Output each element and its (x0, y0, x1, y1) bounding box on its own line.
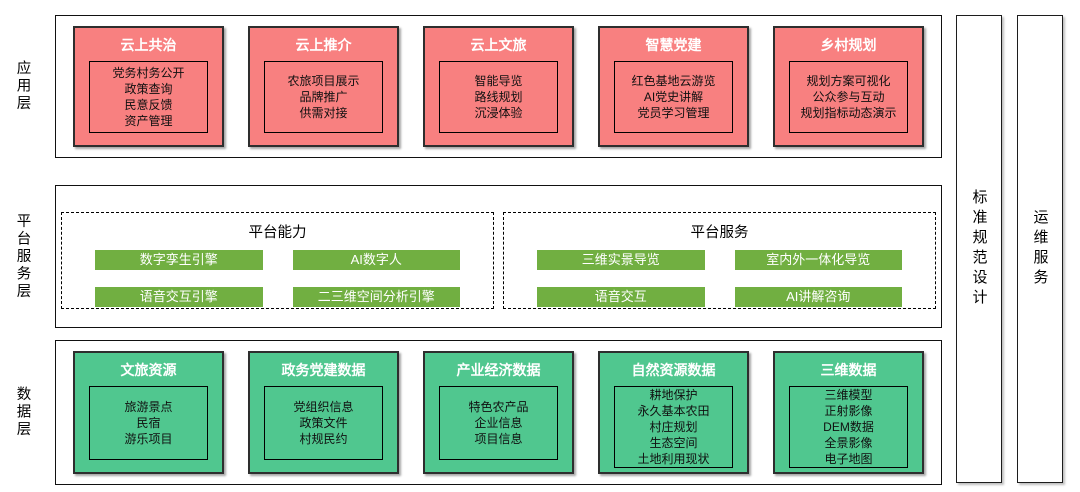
module-item: 政策文件 (299, 416, 348, 430)
module-title: 产业经济数据 (456, 362, 541, 378)
module-title: 自然资源数据 (631, 362, 716, 378)
module-item: 品牌推广 (299, 90, 348, 104)
bar-ai-digital-human: AI数字人 (292, 250, 460, 270)
module-item: 党组织信息 (293, 400, 354, 414)
module-item: 项目信息 (474, 432, 523, 446)
bar-2d3d-spatial-analysis-engine: 二三维空间分析引擎 (292, 287, 460, 307)
platform-service-layer-container: 平台能力 数字孪生引擎 AI数字人 语音交互引擎 二三维空间分析引擎 平台服务 … (55, 185, 942, 328)
module-item: 民意反馈 (124, 98, 173, 112)
module-item: 耕地保护 (649, 388, 698, 402)
module-title: 云上文旅 (470, 37, 527, 53)
module-title: 文旅资源 (120, 362, 177, 378)
module-item: 党务村务公开 (112, 66, 185, 80)
module-item-box: 特色农产品 企业信息 项目信息 (439, 386, 558, 460)
module-item: 供需对接 (299, 106, 348, 120)
bar-3d-real-scene-tour: 三维实景导览 (537, 250, 705, 270)
layer-label-platform-service: 平台服务层 (6, 185, 40, 328)
service-bar-grid: 三维实景导览 室内外一体化导览 语音交互 AI讲解咨询 (504, 249, 935, 307)
app-module-smart-party-building: 智慧党建 红色基地云游览 AI党史讲解 党员学习管理 (598, 26, 749, 147)
module-item: 全景影像 (824, 436, 873, 450)
application-layer-container: 云上共治 党务村务公开 政策查询 民意反馈 资产管理 云上推介 农旅项目展示 品… (55, 15, 942, 158)
layer-label-data: 数据层 (6, 340, 40, 485)
app-module-cloud-cogovernance: 云上共治 党务村务公开 政策查询 民意反馈 资产管理 (73, 26, 224, 147)
module-item-box: 三维模型 正射影像 DEM数据 全景影像 电子地图 (789, 386, 908, 468)
module-title: 三维数据 (820, 362, 877, 378)
platform-group-services: 平台服务 三维实景导览 室内外一体化导览 语音交互 AI讲解咨询 (503, 212, 936, 309)
side-bar-standard-specification-design: 标准规范设计 (956, 15, 1002, 483)
module-item: 生态空间 (649, 436, 698, 450)
module-item: 旅游景点 (124, 400, 173, 414)
side-bar-label: 运维服务 (1031, 209, 1049, 289)
data-module-government-party-data: 政务党建数据 党组织信息 政策文件 村规民约 (248, 351, 399, 474)
module-item: 民宿 (136, 416, 161, 430)
data-module-3d-data: 三维数据 三维模型 正射影像 DEM数据 全景影像 电子地图 (773, 351, 924, 474)
data-module-row: 文旅资源 旅游景点 民宿 游乐项目 政务党建数据 党组织信息 政策文件 村规民约… (56, 341, 941, 484)
platform-group-capabilities: 平台能力 数字孪生引擎 AI数字人 语音交互引擎 二三维空间分析引擎 (61, 212, 494, 309)
group-title: 平台服务 (690, 225, 749, 241)
module-item: 三维模型 (824, 388, 873, 402)
group-title: 平台能力 (248, 225, 307, 241)
module-item: 公众参与互动 (812, 90, 885, 104)
module-item: 路线规划 (474, 90, 523, 104)
module-title: 政务党建数据 (281, 362, 366, 378)
capability-bar-grid: 数字孪生引擎 AI数字人 语音交互引擎 二三维空间分析引擎 (62, 249, 493, 307)
module-item: 党员学习管理 (637, 106, 710, 120)
module-item-box: 规划方案可视化 公众参与互动 规划指标动态演示 (789, 61, 908, 133)
module-item-box: 党组织信息 政策文件 村规民约 (264, 386, 383, 460)
data-layer-container: 文旅资源 旅游景点 民宿 游乐项目 政务党建数据 党组织信息 政策文件 村规民约… (55, 340, 942, 485)
module-item: 红色基地云游览 (631, 74, 716, 88)
layer-label-application: 应用层 (6, 15, 40, 158)
module-item: 村庄规划 (649, 420, 698, 434)
module-item: 土地利用现状 (637, 452, 710, 466)
module-title: 云上共治 (120, 37, 177, 53)
platform-groups-row: 平台能力 数字孪生引擎 AI数字人 语音交互引擎 二三维空间分析引擎 平台服务 … (56, 186, 941, 309)
module-item: 永久基本农田 (637, 404, 710, 418)
module-item: 游乐项目 (124, 432, 173, 446)
module-item: 企业信息 (474, 416, 523, 430)
module-item-box: 党务村务公开 政策查询 民意反馈 资产管理 (89, 61, 208, 133)
side-bar-operations-maintenance-service: 运维服务 (1017, 15, 1063, 483)
data-module-culture-tourism-resources: 文旅资源 旅游景点 民宿 游乐项目 (73, 351, 224, 474)
application-module-row: 云上共治 党务村务公开 政策查询 民意反馈 资产管理 云上推介 农旅项目展示 品… (56, 16, 941, 157)
layer-label-text: 平台服务层 (14, 212, 31, 301)
module-item-box: 红色基地云游览 AI党史讲解 党员学习管理 (614, 61, 733, 133)
app-module-rural-planning: 乡村规划 规划方案可视化 公众参与互动 规划指标动态演示 (773, 26, 924, 147)
module-item: 正射影像 (824, 404, 873, 418)
module-title: 乡村规划 (820, 37, 877, 53)
module-title: 智慧党建 (645, 37, 702, 53)
bar-ai-explanation-consulting: AI讲解咨询 (734, 287, 902, 307)
module-item: 资产管理 (124, 114, 173, 128)
layer-label-text: 数据层 (14, 386, 31, 439)
data-module-natural-resources-data: 自然资源数据 耕地保护 永久基本农田 村庄规划 生态空间 土地利用现状 (598, 351, 749, 474)
module-item-box: 智能导览 路线规划 沉浸体验 (439, 61, 558, 133)
layer-label-text: 应用层 (14, 60, 31, 113)
bar-voice-interaction-engine: 语音交互引擎 (95, 287, 263, 307)
module-item: 智能导览 (474, 74, 523, 88)
module-item-box: 农旅项目展示 品牌推广 供需对接 (264, 61, 383, 133)
bar-digital-twin-engine: 数字孪生引擎 (95, 250, 263, 270)
module-item: 规划指标动态演示 (800, 106, 897, 120)
side-bar-label: 标准规范设计 (970, 189, 988, 309)
module-title: 云上推介 (295, 37, 352, 53)
module-item: 特色农产品 (468, 400, 529, 414)
module-item: 村规民约 (299, 432, 348, 446)
module-item: 政策查询 (124, 82, 173, 96)
module-item-box: 旅游景点 民宿 游乐项目 (89, 386, 208, 460)
module-item: 农旅项目展示 (287, 74, 360, 88)
module-item-box: 耕地保护 永久基本农田 村庄规划 生态空间 土地利用现状 (614, 386, 733, 468)
module-item: 沉浸体验 (474, 106, 523, 120)
app-module-cloud-promotion: 云上推介 农旅项目展示 品牌推广 供需对接 (248, 26, 399, 147)
app-module-cloud-culture-tourism: 云上文旅 智能导览 路线规划 沉浸体验 (423, 26, 574, 147)
module-item: 电子地图 (824, 452, 873, 466)
module-item: AI党史讲解 (643, 90, 704, 104)
bar-indoor-outdoor-integrated-nav: 室内外一体化导览 (734, 250, 902, 270)
data-module-industry-economy-data: 产业经济数据 特色农产品 企业信息 项目信息 (423, 351, 574, 474)
module-item: 规划方案可视化 (806, 74, 891, 88)
bar-voice-interaction: 语音交互 (537, 287, 705, 307)
module-item: DEM数据 (823, 420, 874, 434)
